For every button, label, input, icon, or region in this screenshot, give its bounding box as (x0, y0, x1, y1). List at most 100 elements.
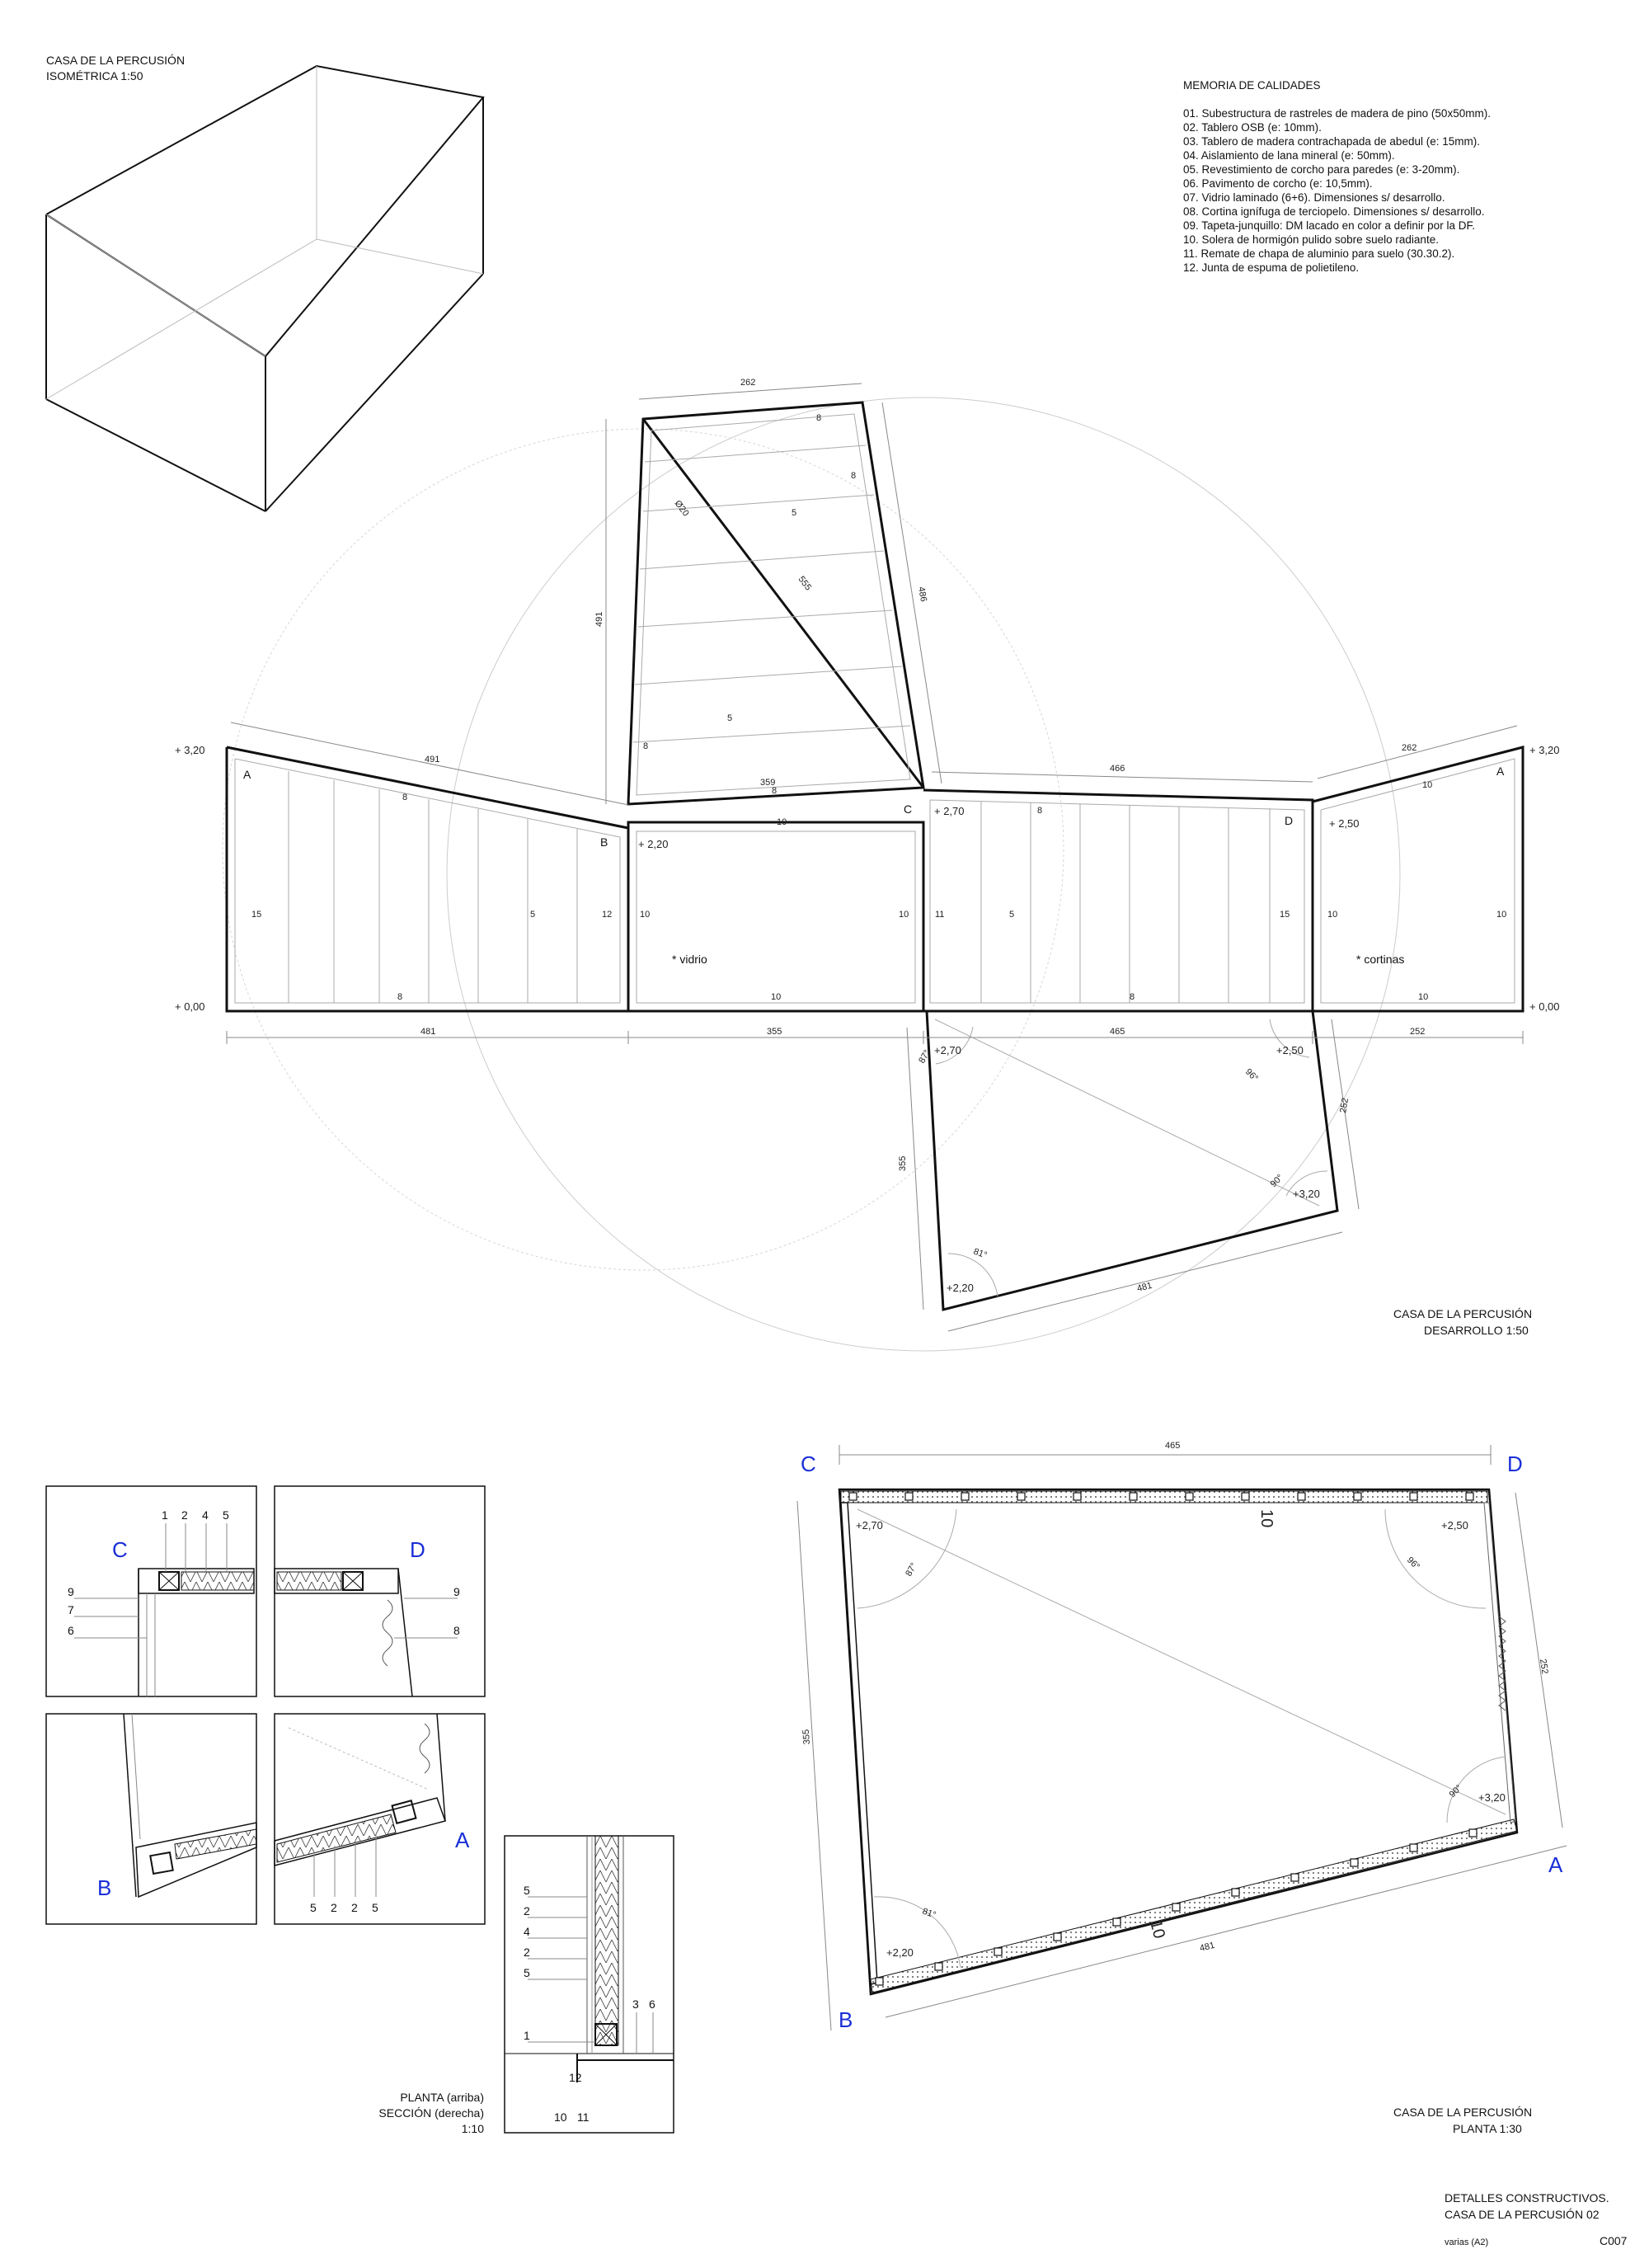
iso-scale: ISOMÉTRICA 1:50 (46, 69, 143, 82)
plan-dim: 355 (801, 1729, 812, 1744)
memoria-item: 11. Remate de chapa de aluminio para sue… (1183, 247, 1454, 260)
dim-label: Ø20 (673, 499, 691, 519)
level-label: +2,70 (934, 1044, 961, 1056)
details-caption: SECCIÓN (derecha) (378, 2106, 484, 2120)
isometric-view: CASA DE LA PERCUSIÓN ISOMÉTRICA 1:50 (45, 54, 485, 512)
memoria-calidades: MEMORIA DE CALIDADES 01. Subestructura d… (1183, 79, 1491, 274)
dim-label: 10 (640, 910, 650, 920)
plan-corner: A (1548, 1852, 1563, 1877)
construction-details: 1 2 4 5 9 7 6 C 9 8 D B (45, 1485, 674, 2135)
level-label: + 3,20 (1529, 744, 1560, 756)
details-caption: 1:10 (462, 2122, 484, 2135)
planta-caption: CASA DE LA PERCUSIÓN (1393, 2106, 1532, 2119)
detail-num: 2 (351, 1901, 358, 1914)
dim-label: 465 (1110, 1027, 1125, 1037)
dim-label: 481 (1136, 1281, 1153, 1294)
dim-label: 555 (796, 575, 814, 593)
sheet-subtitle: CASA DE LA PERCUSIÓN 02 (1445, 2208, 1600, 2221)
memoria-item: 08. Cortina ignífuga de terciopelo. Dime… (1183, 205, 1484, 218)
plan-level: +2,70 (856, 1519, 883, 1532)
detail-num: 5 (310, 1901, 317, 1914)
desarrollo-caption: DESARROLLO 1:50 (1424, 1324, 1529, 1337)
dim-label: 8 (1037, 806, 1042, 816)
dim-label: 262 (740, 378, 755, 388)
detail-num: 4 (202, 1508, 209, 1522)
level-label: + 2,20 (638, 838, 669, 850)
dim-label: 11 (935, 910, 944, 920)
dim-label: 10 (1327, 910, 1337, 920)
dim-label: 8 (772, 786, 777, 796)
corner-label: B (600, 835, 608, 849)
detail-num: 3 (632, 1997, 639, 2011)
level-label: +2,20 (947, 1282, 974, 1294)
dim-label: 8 (816, 413, 821, 423)
dim-label: 10 (777, 817, 787, 827)
dim-label: 12 (602, 910, 612, 920)
level-label: + 2,50 (1329, 817, 1360, 830)
dim-label: 5 (792, 508, 796, 518)
memoria-title: MEMORIA DE CALIDADES (1183, 79, 1321, 92)
dim-label: 252 (1410, 1027, 1425, 1037)
corner-label: A (243, 768, 251, 781)
detail-num: 2 (524, 1946, 530, 1959)
memoria-item: 12. Junta de espuma de polietileno. (1183, 261, 1359, 274)
corner-label: C (904, 802, 912, 816)
level-label: +3,20 (1293, 1188, 1320, 1200)
plan-dim: 10 (1146, 1918, 1168, 1941)
plan-level: +2,50 (1441, 1519, 1468, 1532)
corner-label: D (1285, 814, 1293, 827)
memoria-item: 02. Tablero OSB (e: 10mm). (1183, 121, 1322, 134)
level-label: +2,50 (1276, 1044, 1304, 1056)
detail-num: 5 (524, 1966, 530, 1979)
dim-label: 10 (1418, 992, 1428, 1002)
sheet-number: C007 (1600, 2234, 1628, 2247)
sheet-scale: varias (A2) (1445, 2237, 1488, 2247)
dim-label: 8 (643, 741, 648, 751)
dim-label: 5 (530, 910, 535, 920)
detail-num: 2 (524, 1904, 530, 1917)
detail-num: 9 (68, 1585, 74, 1598)
dim-label: 8 (397, 992, 402, 1002)
memoria-item: 03. Tablero de madera contrachapada de a… (1183, 135, 1480, 148)
dim-label: 8 (402, 793, 407, 802)
detail-num: 12 (569, 2071, 582, 2084)
dim-label: 10 (771, 992, 781, 1002)
detail-num: 1 (524, 2029, 530, 2042)
dim-label: 252 (1338, 1097, 1351, 1113)
dim-label: 15 (251, 910, 261, 920)
detail-num: 6 (68, 1624, 74, 1637)
planta-drawing: C D A B 465 355 252 481 10 10 +2,70 +2,5… (796, 1441, 1567, 2135)
plan-angle: 81° (921, 1907, 937, 1921)
curtain-note: * cortinas (1356, 953, 1404, 966)
detail-num: 10 (554, 2110, 567, 2124)
plan-corner: B (839, 2007, 853, 2032)
dim-label: 355 (767, 1027, 782, 1037)
corner-label: A (1496, 765, 1505, 778)
level-label: + 0,00 (175, 1000, 205, 1013)
detail-num: 1 (162, 1508, 168, 1522)
desarrollo-drawing: + 3,20 + 0,00 + 3,20 + 0,00 + 2,20 + 2,7… (175, 378, 1560, 1352)
dim-label: 5 (1009, 910, 1014, 920)
plan-dim: 10 (1257, 1509, 1276, 1527)
dim-label: 8 (1130, 992, 1135, 1002)
planta-caption: PLANTA 1:30 (1453, 2122, 1522, 2135)
level-label: + 2,70 (934, 805, 965, 817)
dim-label: 15 (1280, 910, 1290, 920)
memoria-item: 06. Pavimento de corcho (e: 10,5mm). (1183, 177, 1373, 190)
dim-label: 491 (594, 612, 604, 627)
desarrollo-caption: CASA DE LA PERCUSIÓN (1393, 1307, 1532, 1320)
plan-angle: 96° (1405, 1555, 1421, 1572)
dim-label: 262 (1402, 743, 1416, 753)
detail-num: 5 (524, 1884, 530, 1897)
level-label: + 0,00 (1529, 1000, 1560, 1013)
dim-label: 8 (851, 471, 856, 481)
angle-label: 81° (972, 1247, 989, 1261)
detail-corner: C (112, 1537, 128, 1562)
plan-dim: 252 (1538, 1659, 1549, 1675)
plan-corner: D (1507, 1452, 1523, 1476)
plan-angle: 90° (1448, 1783, 1464, 1800)
dim-label: 355 (898, 1156, 908, 1171)
plan-dim: 465 (1165, 1441, 1180, 1451)
memoria-item: 10. Solera de hormigón pulido sobre suel… (1183, 233, 1439, 246)
